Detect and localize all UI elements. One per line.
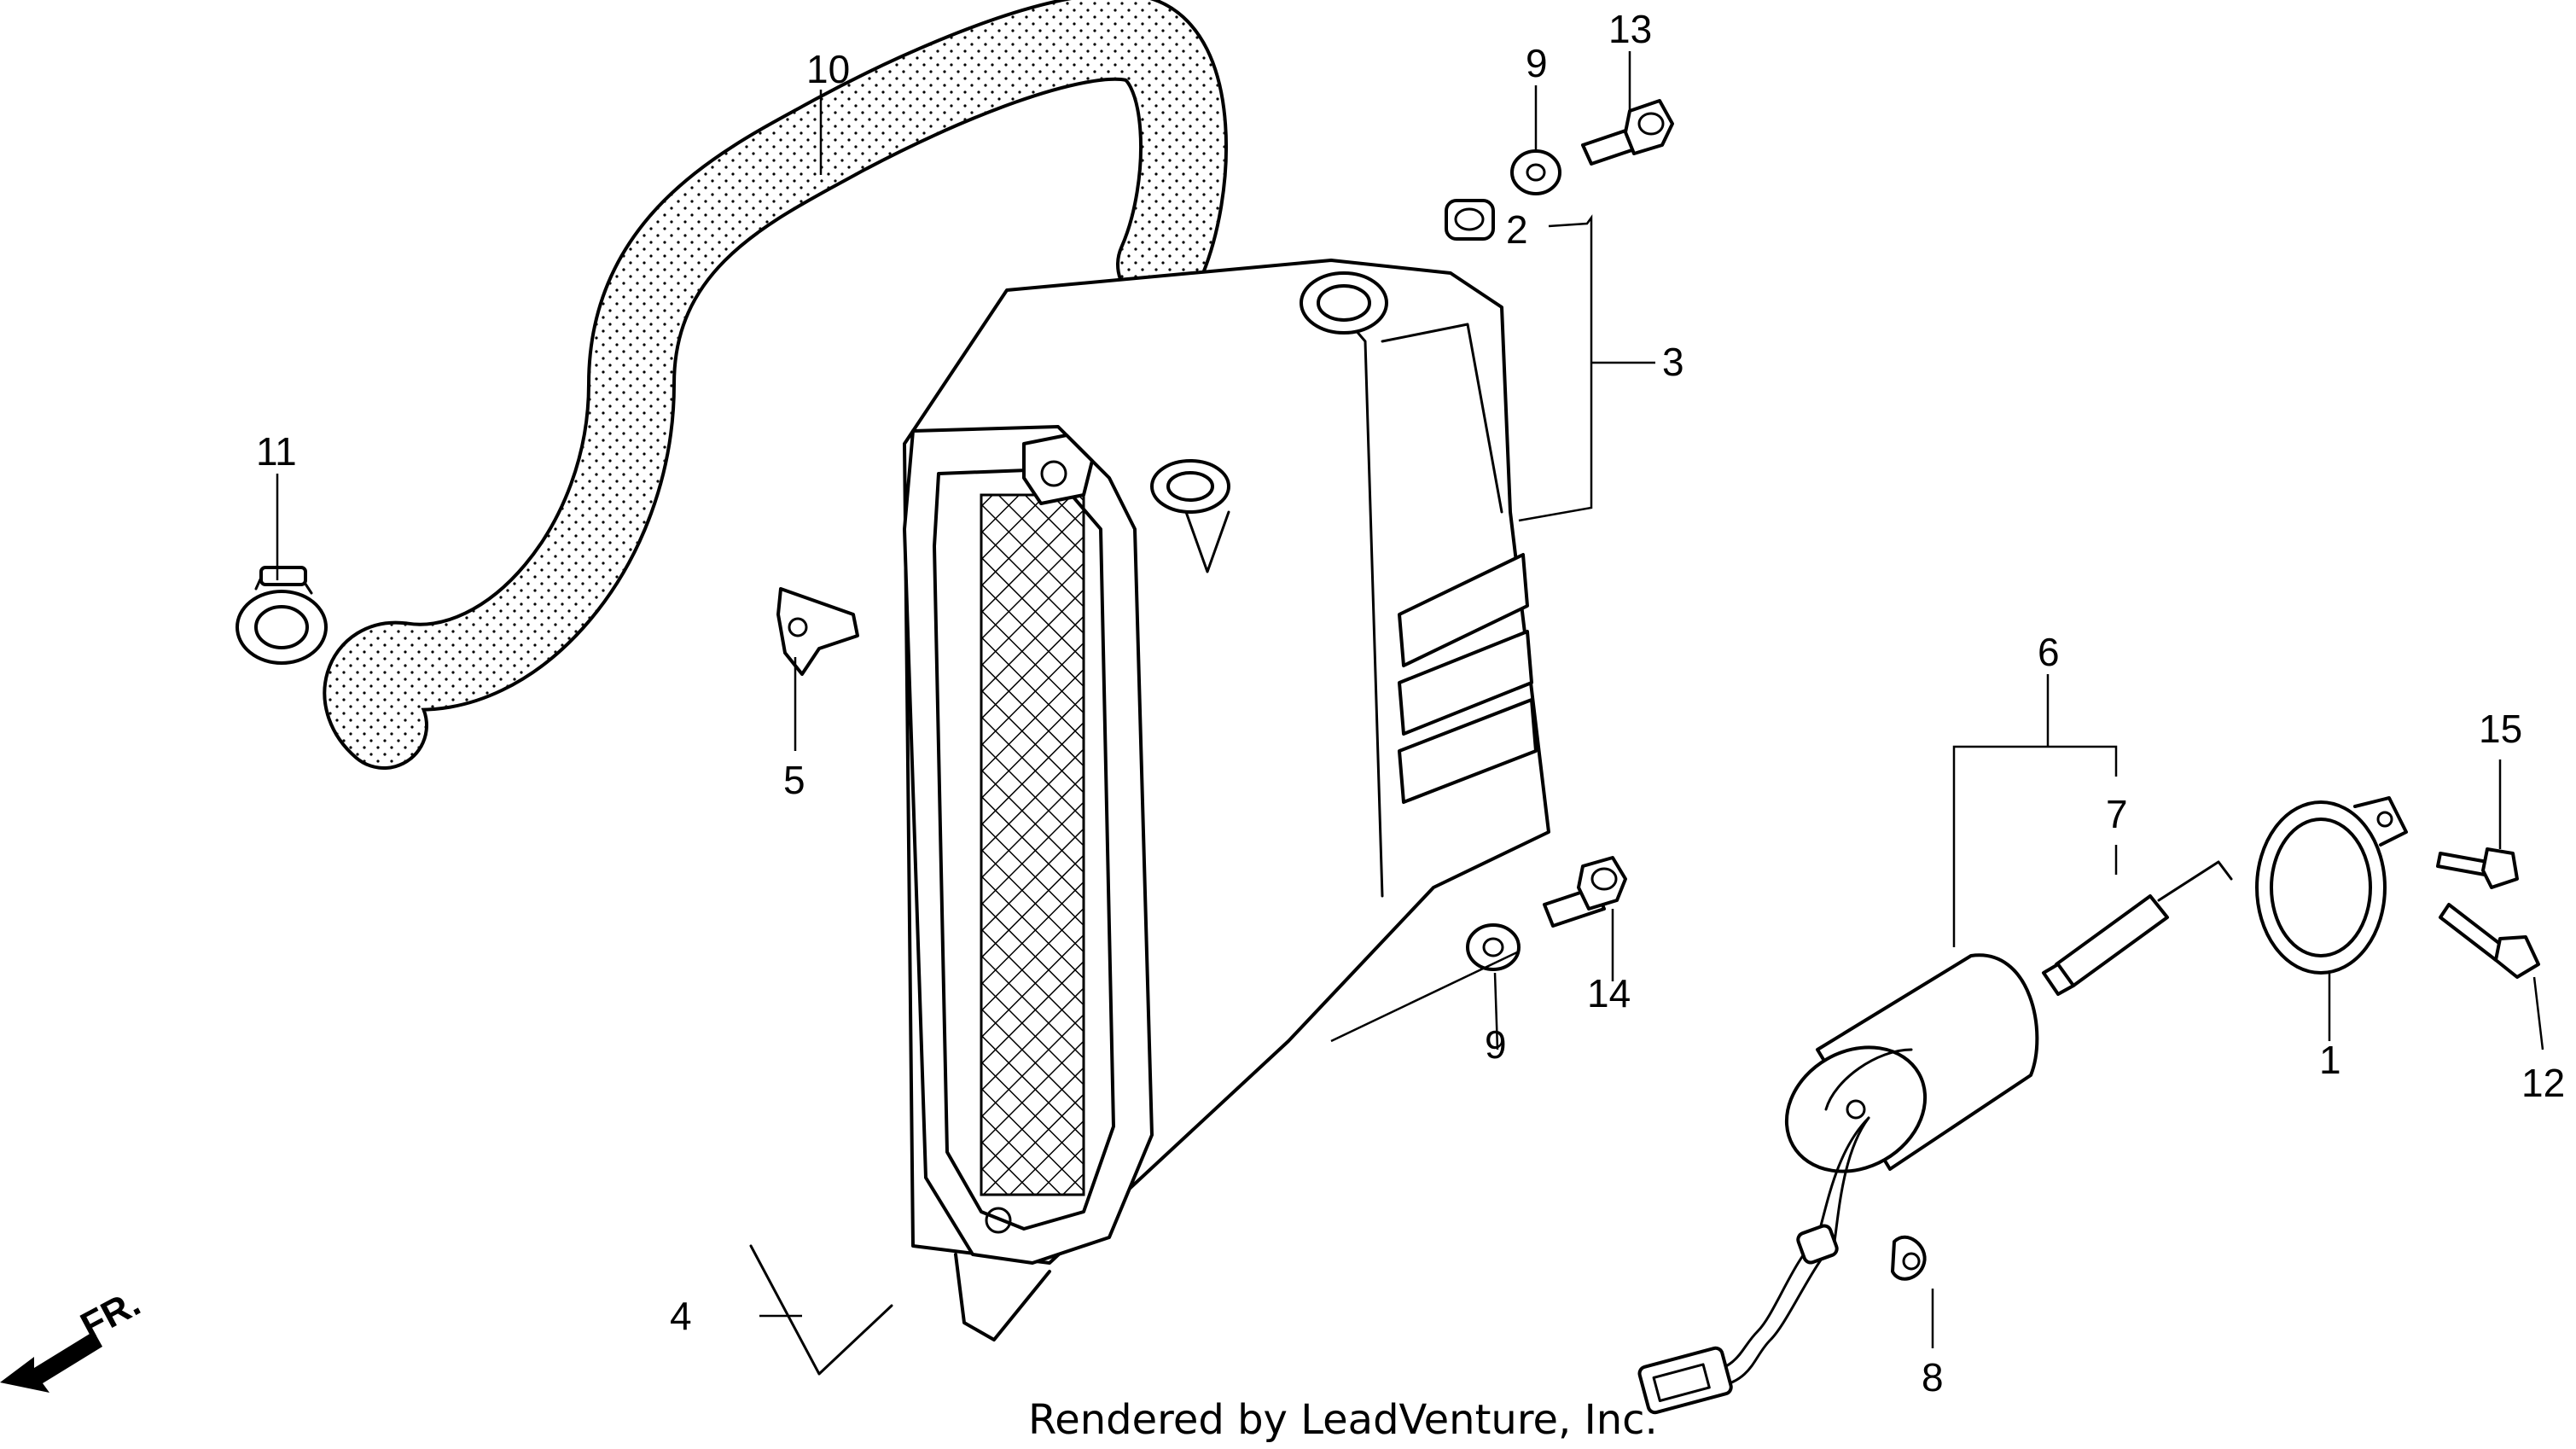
callout-7: 7 [2106,792,2128,836]
harness-clamp [1891,1235,1927,1281]
callout-5: 5 [783,758,805,802]
callout-9-top: 9 [1526,41,1548,85]
pin [2042,860,2233,996]
clip [776,587,859,676]
callout-4: 4 [670,1294,692,1338]
callout-15: 15 [2479,707,2522,751]
filter-element [1784,953,2039,1173]
callout-12: 12 [2521,1061,2565,1105]
bolt-14 [1543,856,1627,928]
wire-harness [1637,1116,1870,1415]
hose-clamp [236,566,328,665]
wire-clip [749,1244,893,1376]
callout-3: 3 [1662,340,1684,384]
callouts: 10 11 5 9 13 2 3 9 14 4 6 7 8 1 15 12 [256,7,2565,1400]
callout-10: 10 [806,47,850,91]
callout-8: 8 [1922,1355,1944,1400]
callout-6: 6 [2038,630,2060,674]
callout-2: 2 [1506,207,1528,252]
callout-9-bottom: 9 [1485,1022,1507,1067]
washer-top [1510,149,1561,195]
callout-14: 14 [1587,971,1631,1015]
band-clamp [2255,796,2408,975]
callout-11: 11 [256,429,297,474]
screw-12 [2439,903,2540,979]
leader-lines [276,51,2544,1348]
grommet [1445,199,1495,241]
front-direction-arrow: FR. [0,1282,147,1393]
render-credit: Rendered by LeadVenture, Inc. [1028,1396,1658,1444]
air-cleaner-case [903,259,1550,1341]
bolt-13 [1581,99,1674,166]
callout-13: 13 [1608,7,1652,51]
hose [323,0,1229,770]
screw-15 [2436,847,2519,889]
callout-1: 1 [2319,1038,2341,1082]
